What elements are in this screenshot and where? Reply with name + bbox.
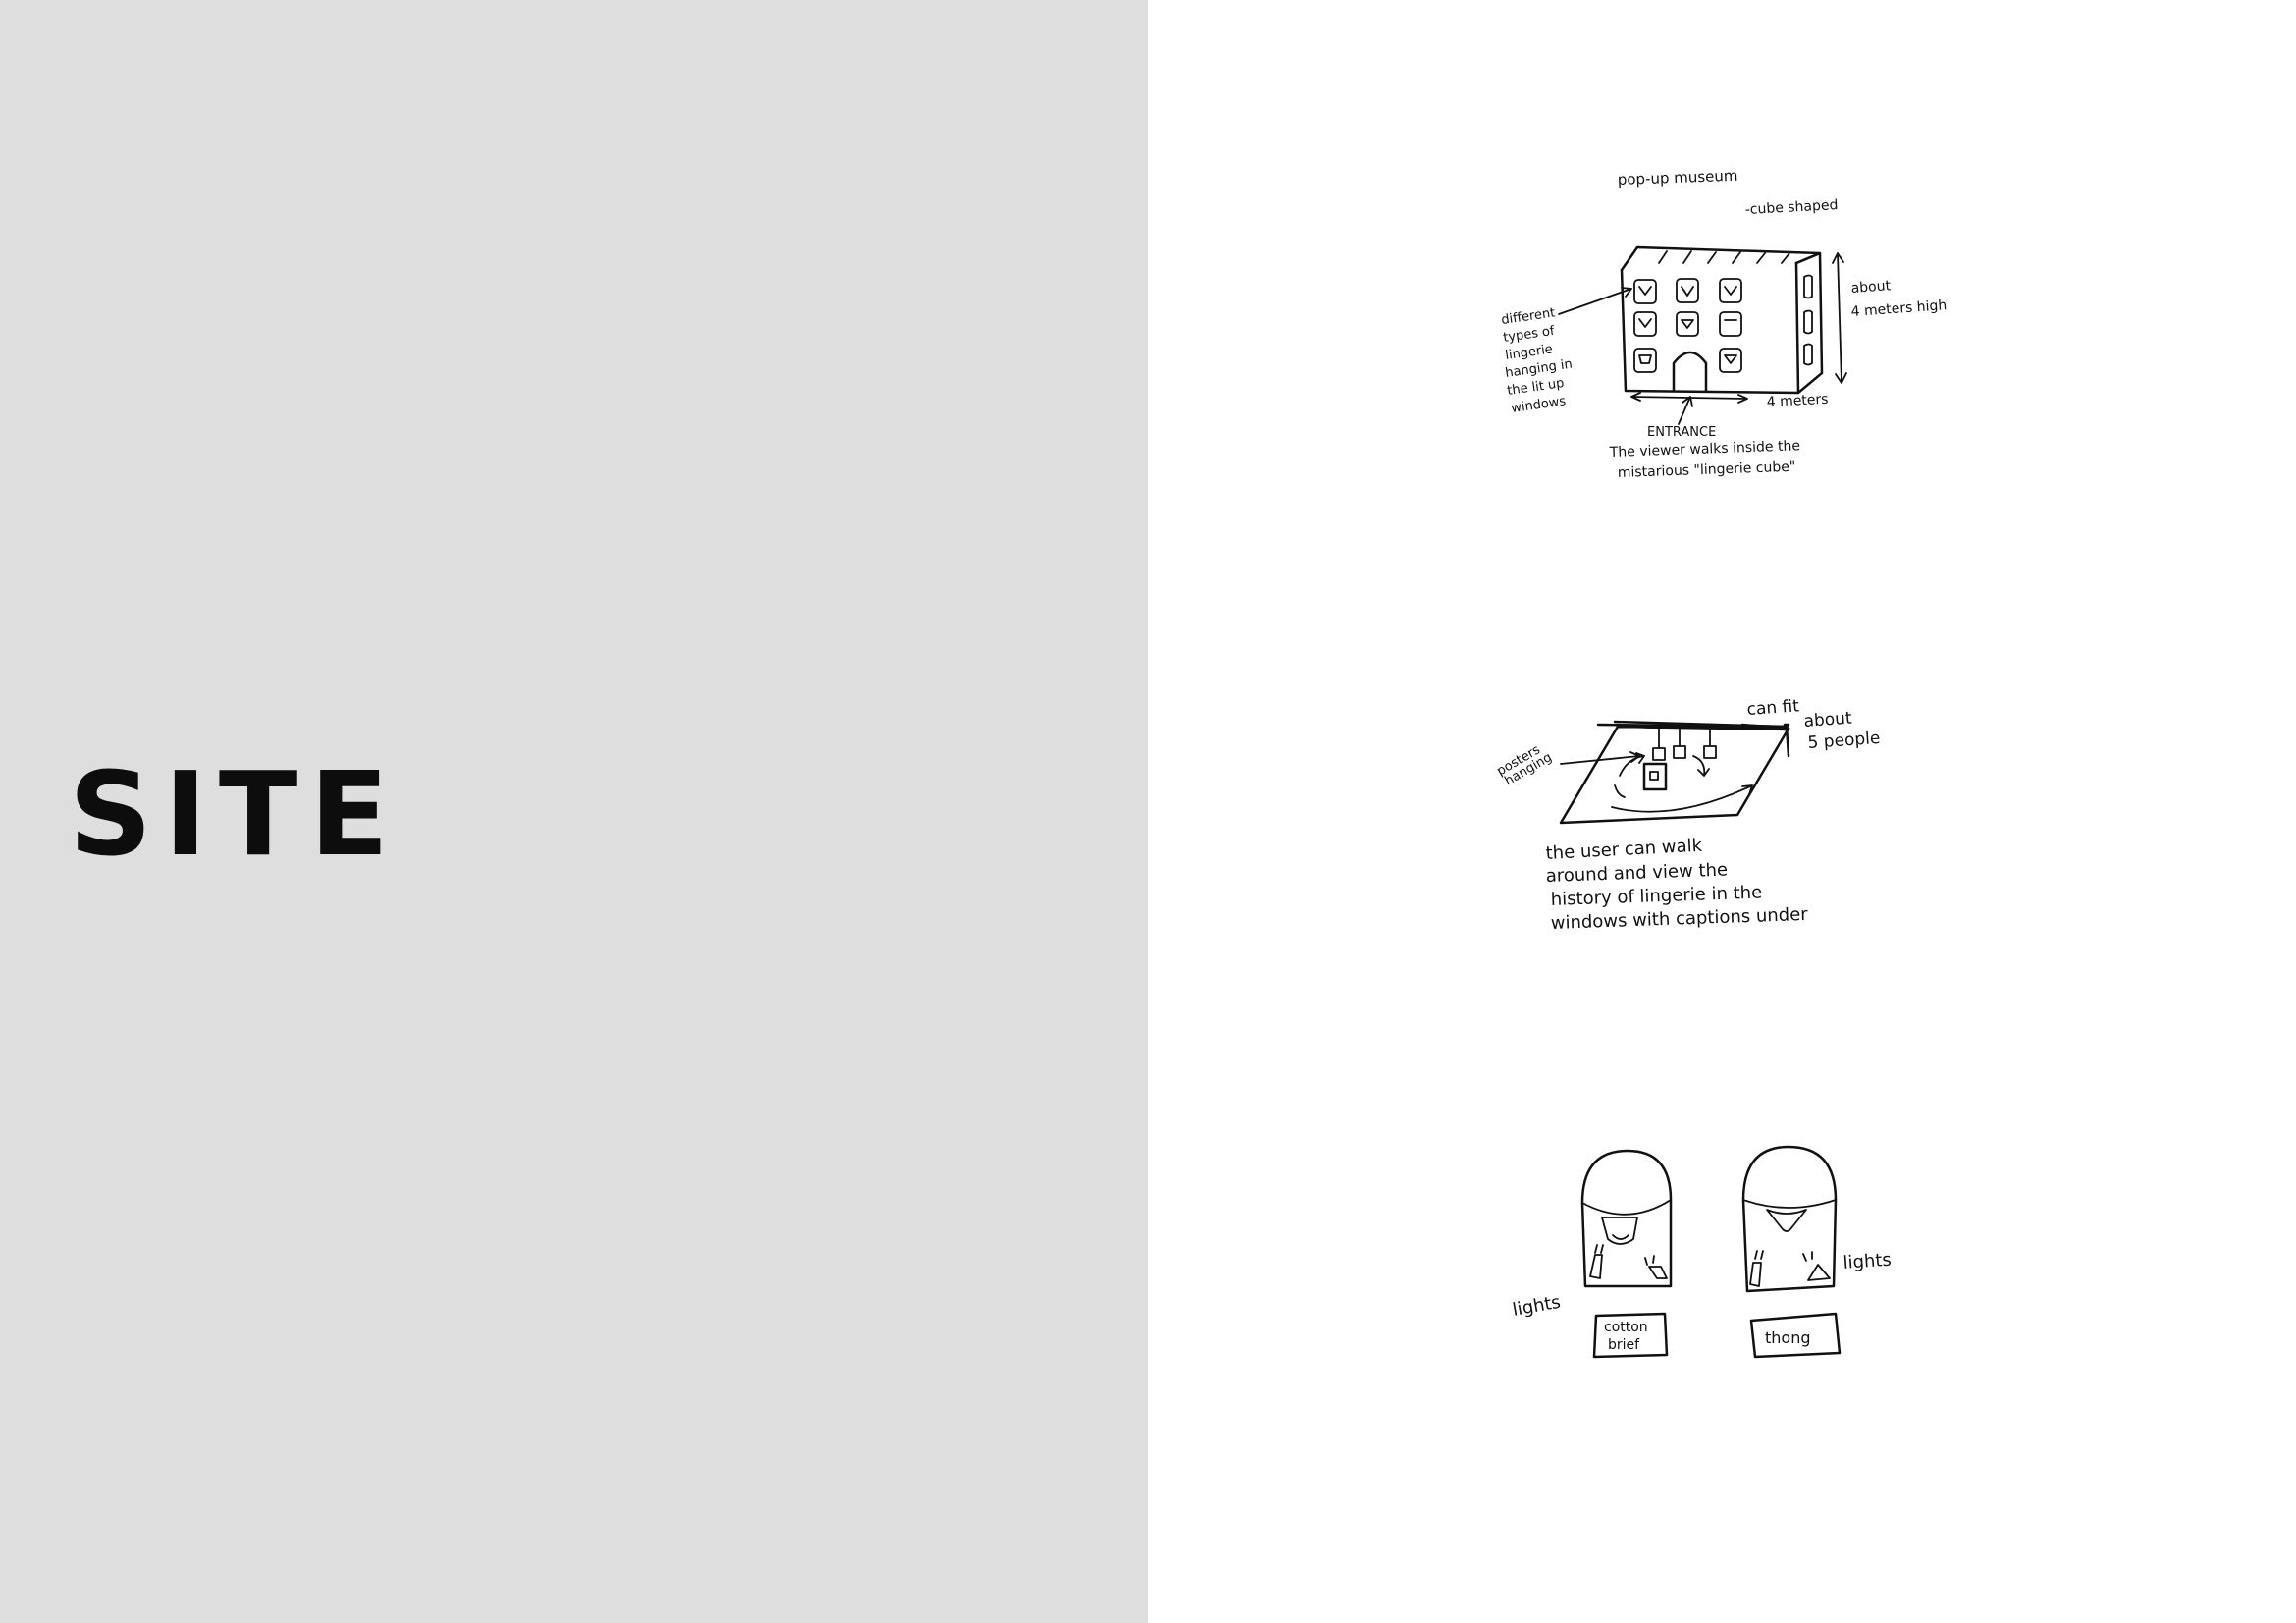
entrance-arrow — [1679, 397, 1692, 424]
building-front-outline — [1622, 263, 1798, 393]
lights-left-label: lights — [1511, 1292, 1562, 1321]
left-window-lights — [1590, 1255, 1667, 1278]
poster-strings — [1659, 729, 1710, 748]
poster-2 — [1674, 746, 1685, 758]
sketch-cube-building: pop-up museum -cube shaped — [1500, 167, 1947, 481]
sketch1-caption-line-1: The viewer walks inside the — [1609, 438, 1801, 460]
building-windows — [1634, 279, 1741, 372]
capacity-note-line-3: 5 people — [1807, 729, 1881, 753]
sketch2-caption-line-2: around and view the — [1545, 860, 1728, 887]
page-title: SITE — [69, 756, 400, 872]
brief-drawing — [1602, 1217, 1637, 1244]
sketch2-caption-line-1: the user can walk — [1545, 836, 1703, 864]
capacity-note-line-2: about — [1803, 709, 1853, 731]
right-panel: pop-up museum -cube shaped — [1148, 0, 2296, 1623]
plan-floor — [1561, 727, 1789, 823]
building-side — [1796, 253, 1822, 393]
entrance-label: ENTRANCE — [1647, 425, 1716, 440]
height-note-line-1: about — [1850, 278, 1892, 297]
left-note-arrow — [1559, 288, 1631, 314]
left-panel: SITE — [0, 0, 1148, 1623]
sketch1-heading: pop-up museum — [1618, 167, 1738, 189]
right-window-lights — [1750, 1263, 1830, 1286]
sketch-display-windows: lights cotton brief lights thong — [1511, 1147, 1892, 1357]
label-left-line-1: cotton — [1604, 1320, 1648, 1335]
entrance-door — [1674, 352, 1706, 391]
building-roof — [1622, 247, 1820, 270]
sketch1-left-note: different types of lingerie hanging in t… — [1500, 305, 1573, 416]
capacity-note-line-1: can fit — [1746, 696, 1800, 720]
height-note-line-2: 4 meters high — [1850, 298, 1948, 320]
walk-arrow-2 — [1693, 756, 1709, 776]
label-left-line-2: brief — [1608, 1337, 1640, 1353]
side-windows — [1804, 276, 1812, 365]
label-right: thong — [1765, 1328, 1811, 1347]
poster-1 — [1653, 748, 1665, 760]
width-note: 4 meters — [1766, 392, 1829, 410]
height-arrow — [1833, 253, 1846, 383]
walk-arrow-3 — [1612, 785, 1752, 812]
thong-drawing — [1767, 1210, 1806, 1231]
sketch1-shape-note: -cube shaped — [1744, 197, 1838, 218]
sketch-floor-plan: posters hanging can fit about 5 people t… — [1495, 696, 1882, 934]
sketch-canvas: pop-up museum -cube shaped — [1148, 0, 2296, 1623]
svg-text:windows: windows — [1510, 394, 1567, 416]
center-display-box — [1644, 764, 1666, 789]
roof-hatching — [1659, 251, 1789, 263]
poster-3 — [1704, 746, 1716, 758]
lights-right-label: lights — [1842, 1250, 1893, 1273]
sketch1-caption-line-2: mistarious "lingerie cube" — [1618, 460, 1796, 481]
